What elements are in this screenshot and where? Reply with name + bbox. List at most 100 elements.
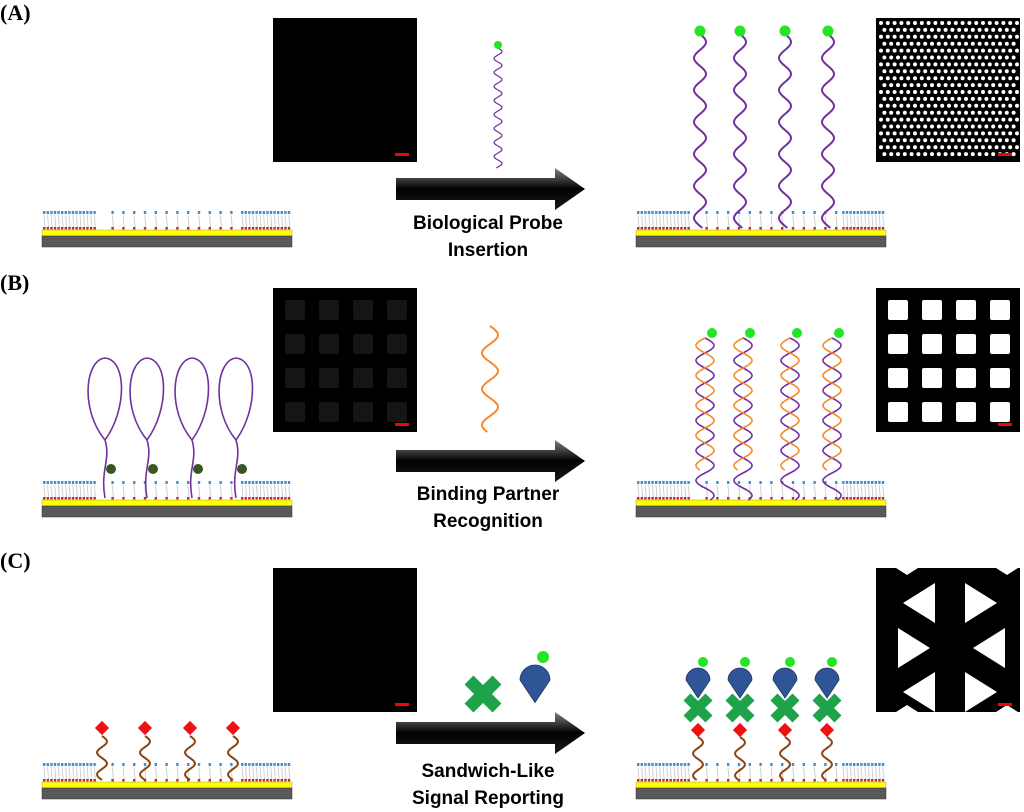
- sam-base: [867, 779, 870, 782]
- sam-base: [53, 497, 57, 500]
- sam-base: [867, 227, 870, 230]
- sam-head: [842, 763, 845, 766]
- fluorescent-dot: [892, 103, 897, 108]
- fluorescent-dot: [957, 138, 962, 143]
- sam-head: [687, 763, 690, 766]
- fluorescent-dot: [964, 83, 968, 88]
- sam-base: [71, 497, 75, 500]
- sam-head: [259, 211, 262, 214]
- sam-head: [802, 763, 805, 766]
- sam-head: [651, 211, 654, 214]
- sam-chain: [133, 766, 136, 781]
- fluorescent-dot: [974, 34, 979, 39]
- capture-antibody-icon: [812, 693, 842, 723]
- fluorescent-dot: [909, 110, 914, 115]
- fluorescent-dot: [960, 76, 965, 81]
- sam-head: [277, 481, 280, 484]
- sam-head: [655, 211, 658, 214]
- fluorescent-dot: [1015, 34, 1019, 39]
- sam-base: [791, 227, 795, 230]
- sam-chain: [669, 766, 672, 781]
- fluorescent-dot: [926, 21, 931, 25]
- sam-base: [50, 779, 53, 782]
- sam-base: [813, 779, 816, 782]
- fluorescent-dot: [991, 83, 996, 88]
- sam-base: [50, 497, 53, 500]
- fluorescent-dot: [981, 117, 985, 122]
- sam-head: [176, 763, 179, 766]
- sam-head: [68, 211, 71, 214]
- fluorescent-dot: [1011, 83, 1016, 88]
- sam-base: [262, 779, 265, 782]
- quencher-icon: [106, 464, 116, 474]
- sam-base: [251, 227, 255, 230]
- sam-base: [863, 497, 867, 500]
- sam-base: [813, 497, 816, 500]
- sam-chain: [248, 766, 251, 781]
- fluorescent-triangle: [903, 672, 935, 712]
- sam-base: [662, 497, 665, 500]
- sam-head: [849, 763, 852, 766]
- sam-chain: [842, 766, 845, 781]
- fluorescent-dot: [926, 34, 931, 39]
- fluorescent-dot: [947, 90, 951, 94]
- fluorescent-square: [319, 300, 339, 320]
- sam-head: [187, 763, 190, 766]
- sam-base: [871, 497, 874, 500]
- sam-base: [93, 779, 96, 782]
- sam-chain: [284, 484, 287, 499]
- sam-base: [46, 779, 49, 782]
- sam-head: [197, 211, 201, 214]
- sam-chain: [270, 766, 273, 781]
- fluorescent-dot: [1015, 62, 1019, 67]
- sam-chain: [857, 484, 860, 499]
- sam-chain: [90, 484, 93, 499]
- sam-base: [43, 779, 46, 782]
- fluorescent-dot: [953, 76, 958, 81]
- sam-base: [208, 227, 211, 230]
- sam-chain: [641, 484, 644, 499]
- sam-base: [824, 227, 827, 230]
- fluorescent-dot: [1004, 83, 1009, 88]
- sam-base: [791, 497, 795, 500]
- sam-base: [856, 497, 859, 500]
- caption-a-line2: Insertion: [447, 240, 529, 261]
- sam-chain: [716, 766, 719, 781]
- sam-chain: [68, 766, 71, 781]
- sam-chain: [648, 214, 651, 229]
- sam-base: [64, 779, 67, 782]
- fluorescent-dot: [909, 41, 914, 46]
- fluorescent-dot: [977, 55, 982, 60]
- sam-head: [853, 763, 856, 766]
- fluorescent-square: [285, 368, 305, 388]
- fluorescent-dot: [1008, 90, 1013, 94]
- fluorescent-dot: [885, 62, 890, 67]
- sam-base: [280, 227, 283, 230]
- sam-base: [273, 227, 276, 230]
- sam-chain: [259, 214, 262, 229]
- fluorescent-dot: [984, 69, 989, 74]
- fluorescent-dot: [930, 124, 934, 129]
- fluorescent-dot: [916, 69, 921, 74]
- substrate-layer: [635, 787, 887, 800]
- fluorescent-dot: [919, 103, 924, 108]
- sam-head: [71, 211, 75, 214]
- fluorescent-dot: [902, 96, 907, 101]
- fluorescent-dot: [882, 124, 887, 129]
- fluorescent-square: [922, 402, 942, 422]
- sam-base: [665, 497, 669, 500]
- sam-base: [241, 497, 244, 500]
- fluorescent-dot: [913, 90, 917, 94]
- sam-chain: [637, 766, 640, 781]
- sam-head: [64, 481, 67, 484]
- substrate: [635, 763, 887, 800]
- sam-head: [727, 763, 730, 766]
- sam-base: [871, 227, 874, 230]
- sam-chain: [255, 484, 258, 499]
- sam-base: [737, 497, 741, 500]
- sam-head: [824, 481, 827, 484]
- sam-head: [259, 481, 262, 484]
- sam-head: [673, 763, 676, 766]
- hapten-icon: [777, 722, 793, 738]
- fluorescent-dot: [960, 62, 965, 67]
